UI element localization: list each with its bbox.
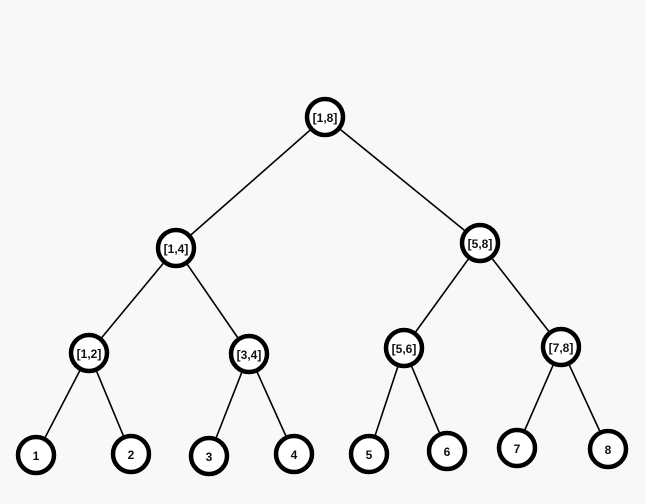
node-label: [1,2] xyxy=(77,347,102,361)
node-label: 6 xyxy=(444,445,451,459)
leaf-node: 2 xyxy=(110,433,152,475)
segment-node: [3,4] xyxy=(228,333,270,375)
leaf-node: 6 xyxy=(426,430,468,472)
node-circle xyxy=(496,427,538,469)
node-circle xyxy=(348,433,390,475)
leaf-node: 4 xyxy=(273,433,315,475)
leaf-node: 7 xyxy=(496,427,538,469)
node-circle xyxy=(228,333,270,375)
leaf-node: 5 xyxy=(348,433,390,475)
node-circle xyxy=(540,326,582,368)
segment-node: [5,6] xyxy=(383,327,425,369)
node-label: [7,8] xyxy=(549,341,574,355)
edge-n18-n58 xyxy=(324,116,481,244)
node-circle xyxy=(383,327,425,369)
node-label: [3,4] xyxy=(237,348,262,362)
segment-node: [1,4] xyxy=(155,227,197,269)
leaf-node: 3 xyxy=(188,435,230,477)
node-circle xyxy=(304,96,346,138)
node-label: [1,8] xyxy=(313,111,338,125)
segment-node: [1,2] xyxy=(68,332,110,374)
node-label: 7 xyxy=(514,442,521,456)
leaf-node: 8 xyxy=(587,428,629,470)
node-label: 3 xyxy=(206,450,213,464)
segment-node: [5,8] xyxy=(459,222,501,264)
node-circle xyxy=(426,430,468,472)
node-circle xyxy=(587,428,629,470)
leaf-node: 1 xyxy=(15,434,57,476)
node-circle xyxy=(459,222,501,264)
node-label: 8 xyxy=(605,443,612,457)
edge-n14-n12 xyxy=(88,247,177,354)
node-circle xyxy=(188,435,230,477)
node-label: 1 xyxy=(33,449,40,463)
edge-n14-n34 xyxy=(175,247,250,355)
node-label: [5,6] xyxy=(392,342,417,356)
node-circle xyxy=(110,433,152,475)
node-label: 2 xyxy=(128,448,135,462)
node-circle xyxy=(155,227,197,269)
node-circle xyxy=(15,434,57,476)
node-label: 4 xyxy=(291,448,298,462)
edge-n18-n14 xyxy=(175,116,326,249)
node-label: [1,4] xyxy=(164,242,189,256)
edge-n58-n56 xyxy=(403,242,481,349)
edge-n58-n78 xyxy=(479,242,562,348)
node-label: [5,8] xyxy=(468,237,493,251)
edges xyxy=(35,116,609,457)
node-circle xyxy=(273,433,315,475)
node-circle xyxy=(68,332,110,374)
node-label: 5 xyxy=(366,448,373,462)
segment-node: [1,8] xyxy=(304,96,346,138)
segment-node: [7,8] xyxy=(540,326,582,368)
nodes: [1,8] [1,4] [5,8] [1,2] [3,4] [5,6] [7,8] 1 2 3 4 5… xyxy=(15,96,629,477)
